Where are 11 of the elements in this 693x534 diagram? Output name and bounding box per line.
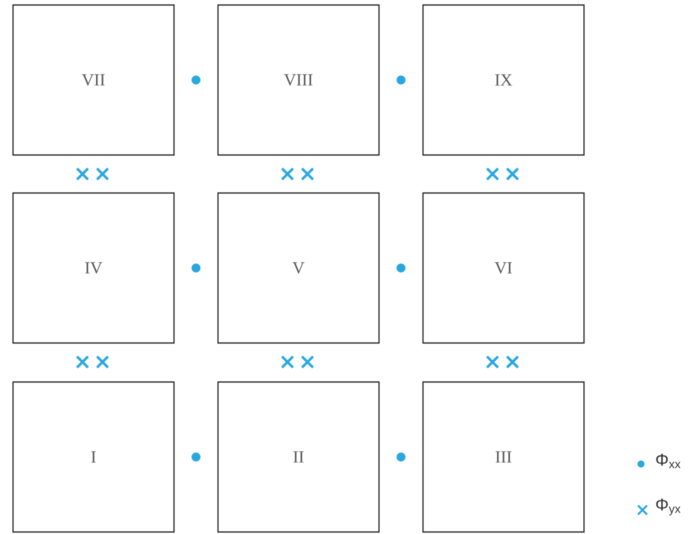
- panel-box: IV: [12, 192, 175, 344]
- panel-box: VIII: [217, 4, 380, 156]
- panel-box: IX: [422, 4, 585, 156]
- panel-box: III: [422, 381, 585, 533]
- legend-label: Φ$_{yx}$: [656, 498, 681, 516]
- panel-box: V: [217, 192, 380, 344]
- panel-box: VI: [422, 192, 585, 344]
- panel-box: VII: [12, 4, 175, 156]
- panel-box: I: [12, 381, 175, 533]
- panel-box: II: [217, 381, 380, 533]
- legend-label: Φ$_{xx}$: [656, 454, 681, 468]
